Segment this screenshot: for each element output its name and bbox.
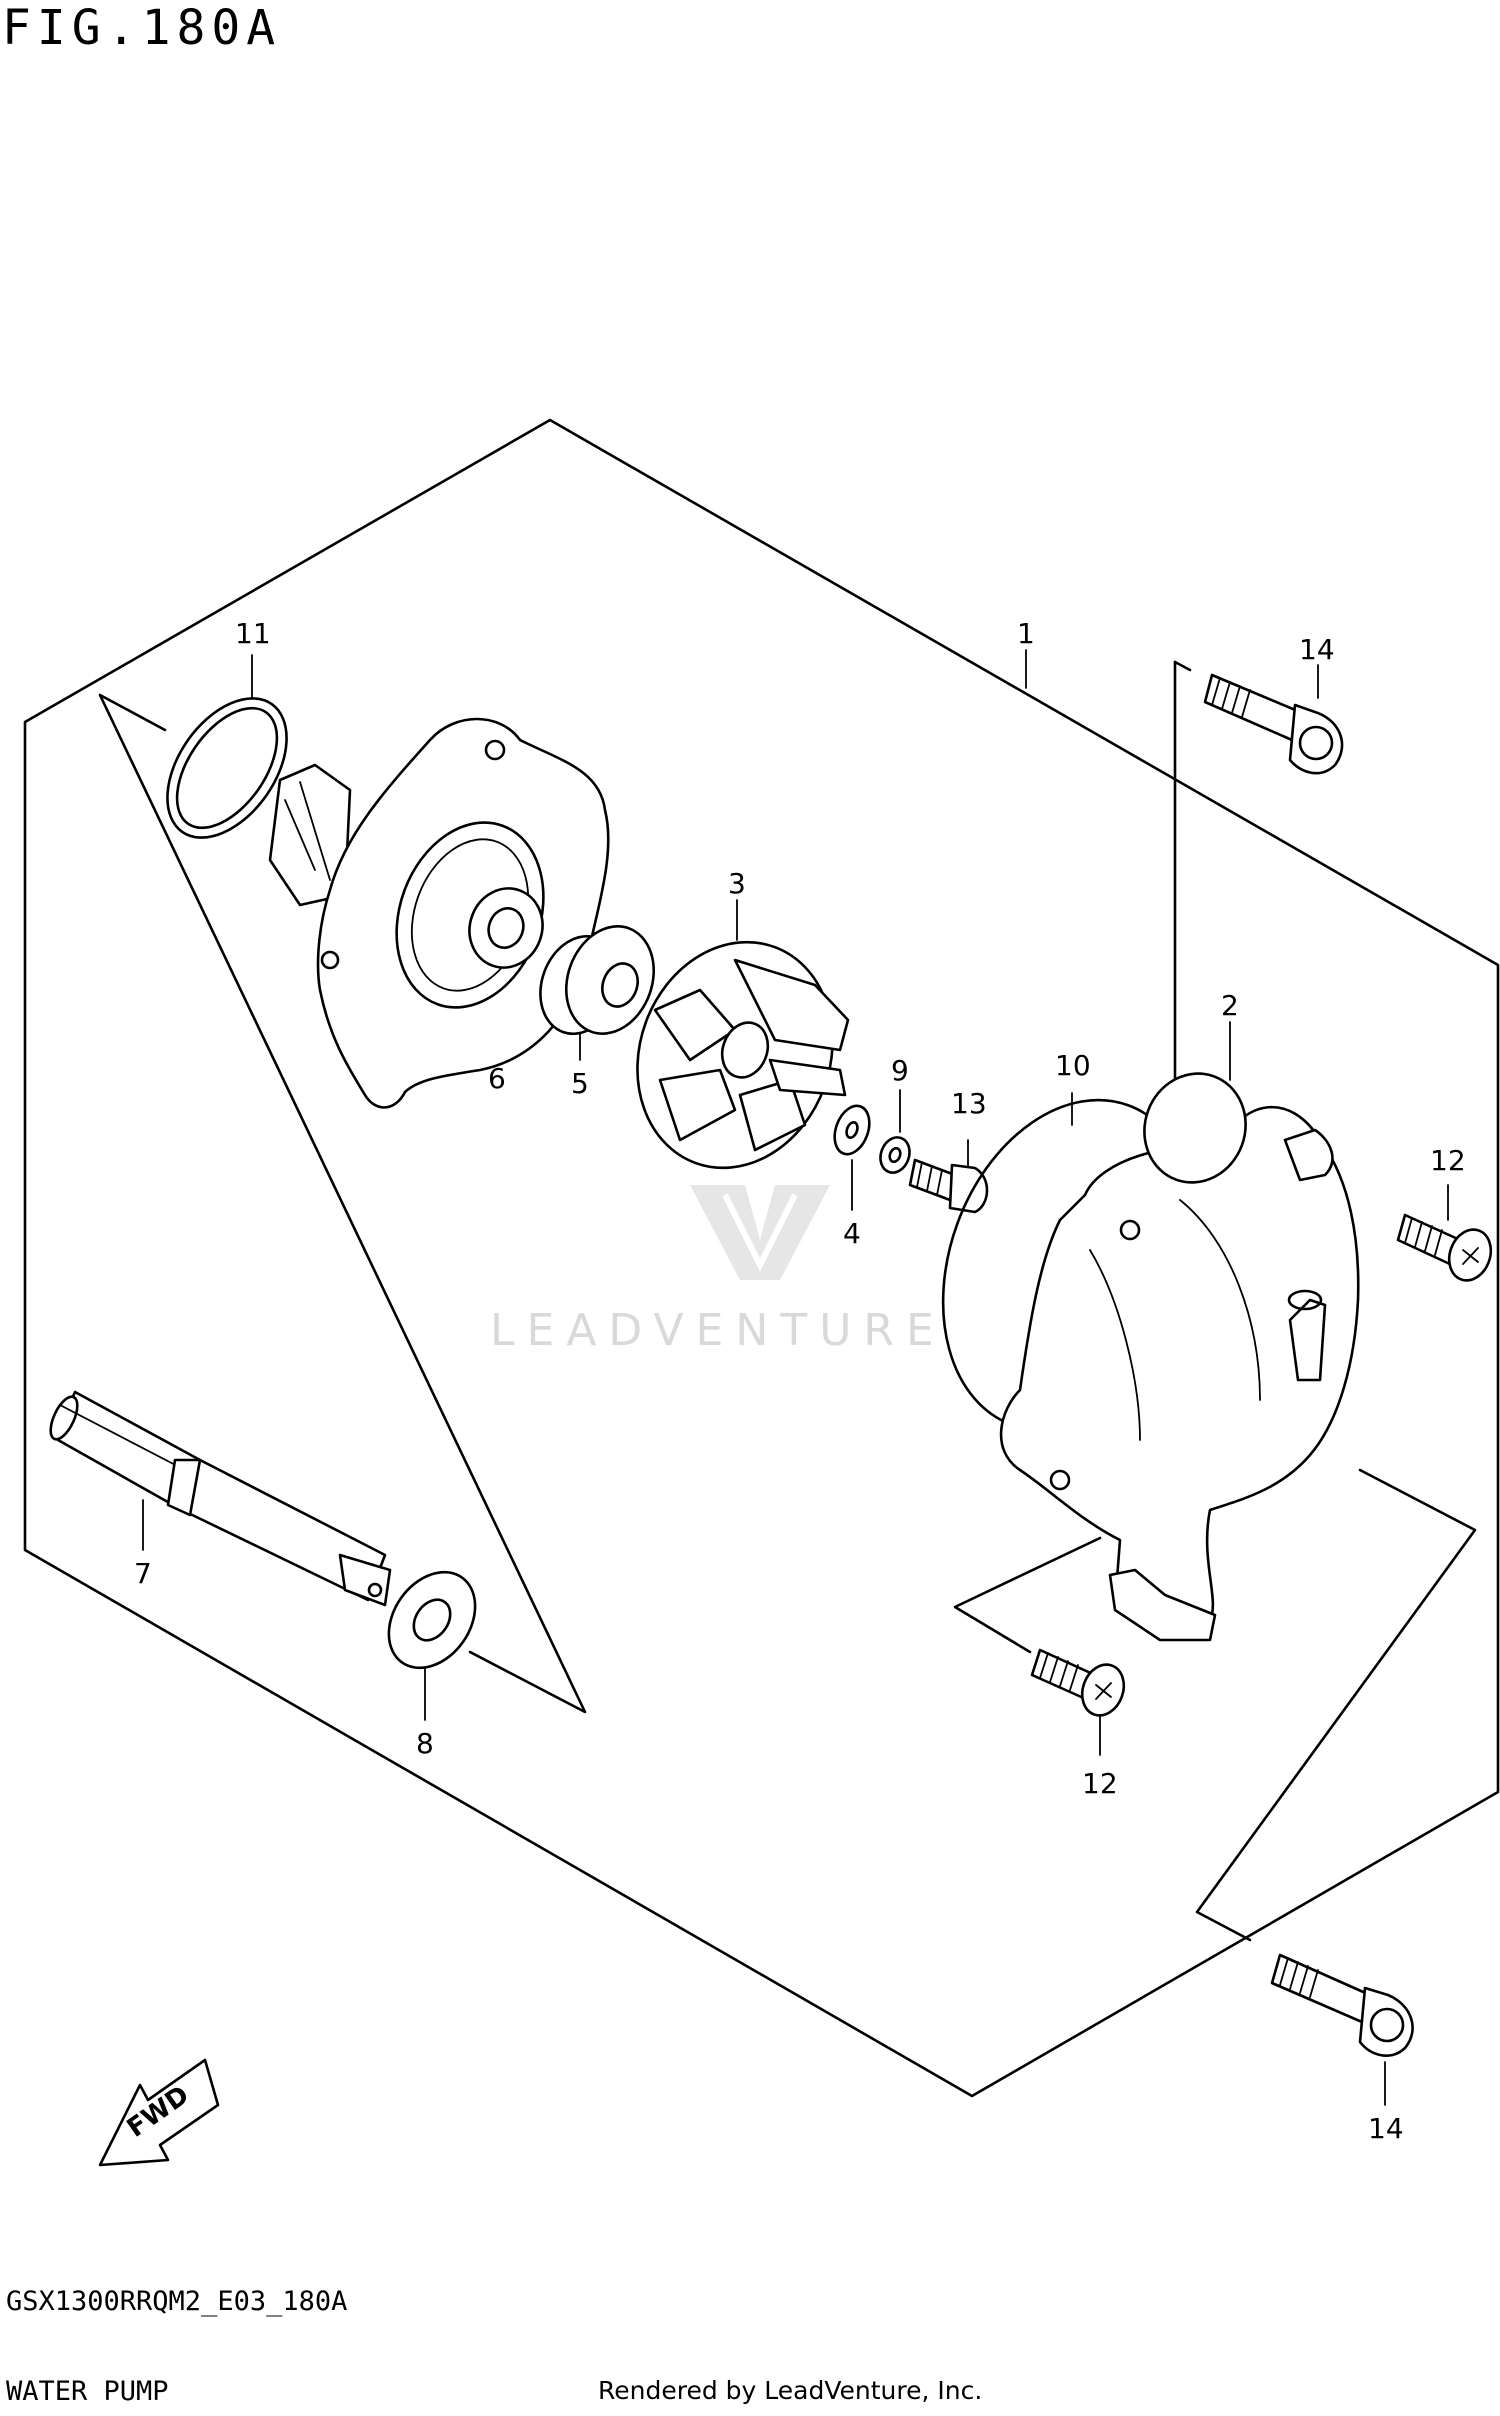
callout-14-lower: 14 bbox=[1368, 2112, 1404, 2145]
part-5-mechanical-seal bbox=[539, 925, 656, 1036]
callout-11: 11 bbox=[235, 617, 271, 650]
callout-10: 10 bbox=[1055, 1049, 1091, 1082]
part-9-washer bbox=[879, 1136, 911, 1174]
part-7-pump-shaft bbox=[49, 1390, 392, 1607]
part-14-flange-bolt-lower bbox=[1270, 1953, 1414, 2057]
part-11-o-ring bbox=[166, 697, 288, 839]
callout-5: 5 bbox=[571, 1067, 589, 1100]
part-8-washer bbox=[387, 1570, 477, 1670]
part-12-bolt-lower bbox=[1030, 1648, 1126, 1717]
figure-title: FIG.180A bbox=[2, 0, 282, 56]
part-3-impeller bbox=[636, 940, 850, 1170]
part-12-bolt-upper bbox=[1396, 1213, 1493, 1282]
section-name: WATER PUMP bbox=[6, 2376, 169, 2407]
callout-8: 8 bbox=[416, 1727, 434, 1760]
part-13-impeller-bolt bbox=[908, 1158, 989, 1214]
callout-14-upper: 14 bbox=[1299, 633, 1335, 666]
callout-7: 7 bbox=[134, 1557, 152, 1590]
callout-13: 13 bbox=[951, 1087, 987, 1120]
forward-direction-arrow: FWD bbox=[98, 2058, 220, 2167]
leader-lines bbox=[142, 649, 1449, 2106]
part-4-washer bbox=[833, 1104, 871, 1156]
callout-numbers: 1 2 3 4 5 6 7 8 9 10 11 12 12 13 14 14 bbox=[134, 617, 1466, 2145]
callout-3: 3 bbox=[728, 867, 746, 900]
leadventure-watermark: LEADVENTURE bbox=[490, 1185, 946, 1356]
callout-1: 1 bbox=[1017, 617, 1035, 650]
callout-6: 6 bbox=[488, 1062, 506, 1095]
callout-4: 4 bbox=[843, 1217, 861, 1250]
model-code: GSX1300RRQM2_E03_180A bbox=[6, 2286, 348, 2317]
assembly-boundary bbox=[23, 418, 1500, 2098]
callout-12-lower: 12 bbox=[1082, 1767, 1118, 1800]
part-14-flange-bolt-upper bbox=[1203, 673, 1344, 775]
callout-12-upper: 12 bbox=[1430, 1144, 1466, 1177]
callout-2: 2 bbox=[1221, 989, 1239, 1022]
part-2-pump-case bbox=[999, 1072, 1360, 1642]
watermark-text: LEADVENTURE bbox=[490, 1305, 946, 1356]
callout-9: 9 bbox=[891, 1054, 909, 1087]
part-6-pump-cover bbox=[268, 717, 610, 1109]
rendered-by-credit: Rendered by LeadVenture, Inc. bbox=[598, 2376, 983, 2405]
